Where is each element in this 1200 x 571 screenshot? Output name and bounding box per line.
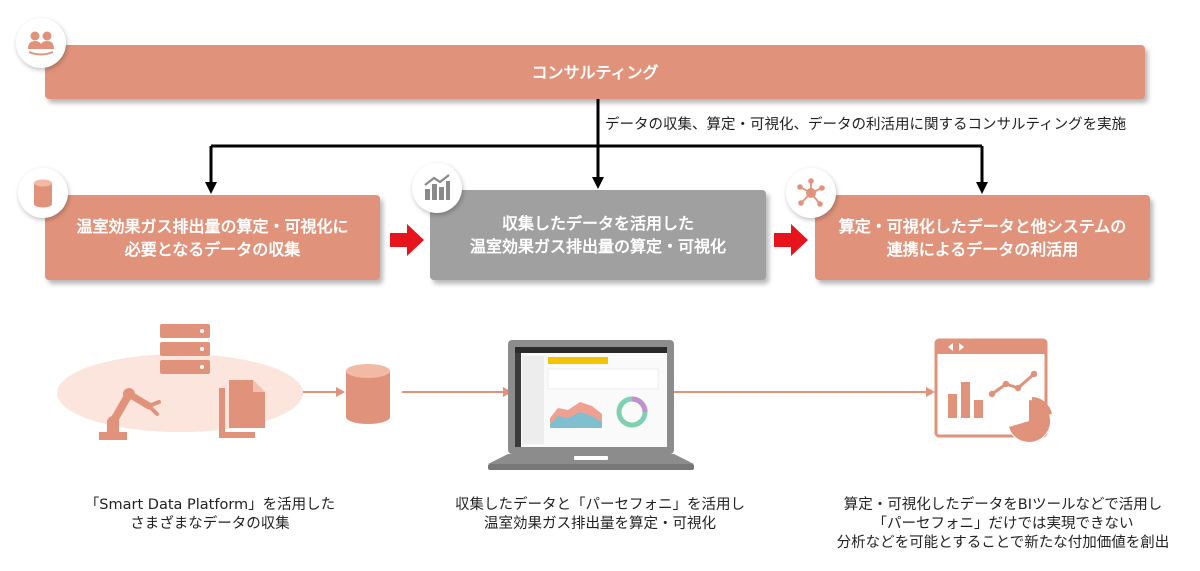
database-icon-badge xyxy=(18,168,68,218)
people-icon-badge xyxy=(16,18,66,68)
chart-up-icon-badge xyxy=(412,163,462,213)
step-box-calculation: 収集したデータを活用した 温室効果ガス排出量の算定・可視化 xyxy=(430,190,766,280)
caption3-line1: 算定・可視化したデータをBIツールなどで活用し xyxy=(843,497,1163,513)
caption2-line2: 温室効果ガス排出量を算定・可視化 xyxy=(484,516,716,532)
caption1-line1: 「Smart Data Platform」を活用した xyxy=(84,497,336,513)
flow-arrow-1 xyxy=(390,224,424,256)
step3-line2: 連携によるデータの利活用 xyxy=(886,239,1079,259)
caption-utilization: 算定・可視化したデータをBIツールなどで活用し 「パーセフォニ」だけでは実現でき… xyxy=(818,496,1188,553)
laptop-icon xyxy=(488,340,694,470)
database-icon xyxy=(34,179,52,208)
caption3-line2: 「パーセフォニ」だけでは実現できない xyxy=(872,516,1134,532)
bi-dashboard-icon xyxy=(934,338,1052,443)
network-icon-badge xyxy=(786,168,836,218)
network-icon xyxy=(797,178,825,207)
step1-line1: 温室効果ガス排出量の算定・可視化に xyxy=(76,216,349,236)
consulting-bar: コンサルティング xyxy=(45,45,1145,99)
documents-icon xyxy=(219,380,265,438)
consulting-note: データの収集、算定・可視化、データの利活用に関するコンサルティングを実施 xyxy=(605,117,1127,133)
robot-arm-icon xyxy=(99,388,161,440)
caption3-line3: 分析などを可能とすることで新たな付加価値を創出 xyxy=(836,535,1170,551)
caption-collection: 「Smart Data Platform」を活用した さまざまなデータの収集 xyxy=(40,496,380,534)
step3-line1: 算定・可視化したデータと他システムの xyxy=(838,216,1127,236)
server-icon xyxy=(160,324,210,374)
flow-arrow-2 xyxy=(774,224,808,256)
caption2-line1: 収集したデータと「パーセフォニ」を活用し xyxy=(455,497,745,513)
caption-calculation: 収集したデータと「パーセフォニ」を活用し 温室効果ガス排出量を算定・可視化 xyxy=(425,496,775,534)
chart-up-icon xyxy=(424,174,450,200)
step-box-utilization: 算定・可視化したデータと他システムの 連携によるデータの利活用 xyxy=(815,195,1150,280)
step2-line2: 温室効果ガス排出量の算定・可視化 xyxy=(469,237,726,256)
database-cylinder-icon xyxy=(346,364,390,424)
people-icon xyxy=(28,31,54,56)
consulting-title: コンサルティング xyxy=(531,62,659,82)
step2-line1: 収集したデータを活用した xyxy=(501,214,694,233)
step-box-collection: 温室効果ガス排出量の算定・可視化に 必要となるデータの収集 xyxy=(45,195,380,280)
caption1-line2: さまざまなデータの収集 xyxy=(130,516,290,532)
step1-line2: 必要となるデータの収集 xyxy=(124,239,301,259)
